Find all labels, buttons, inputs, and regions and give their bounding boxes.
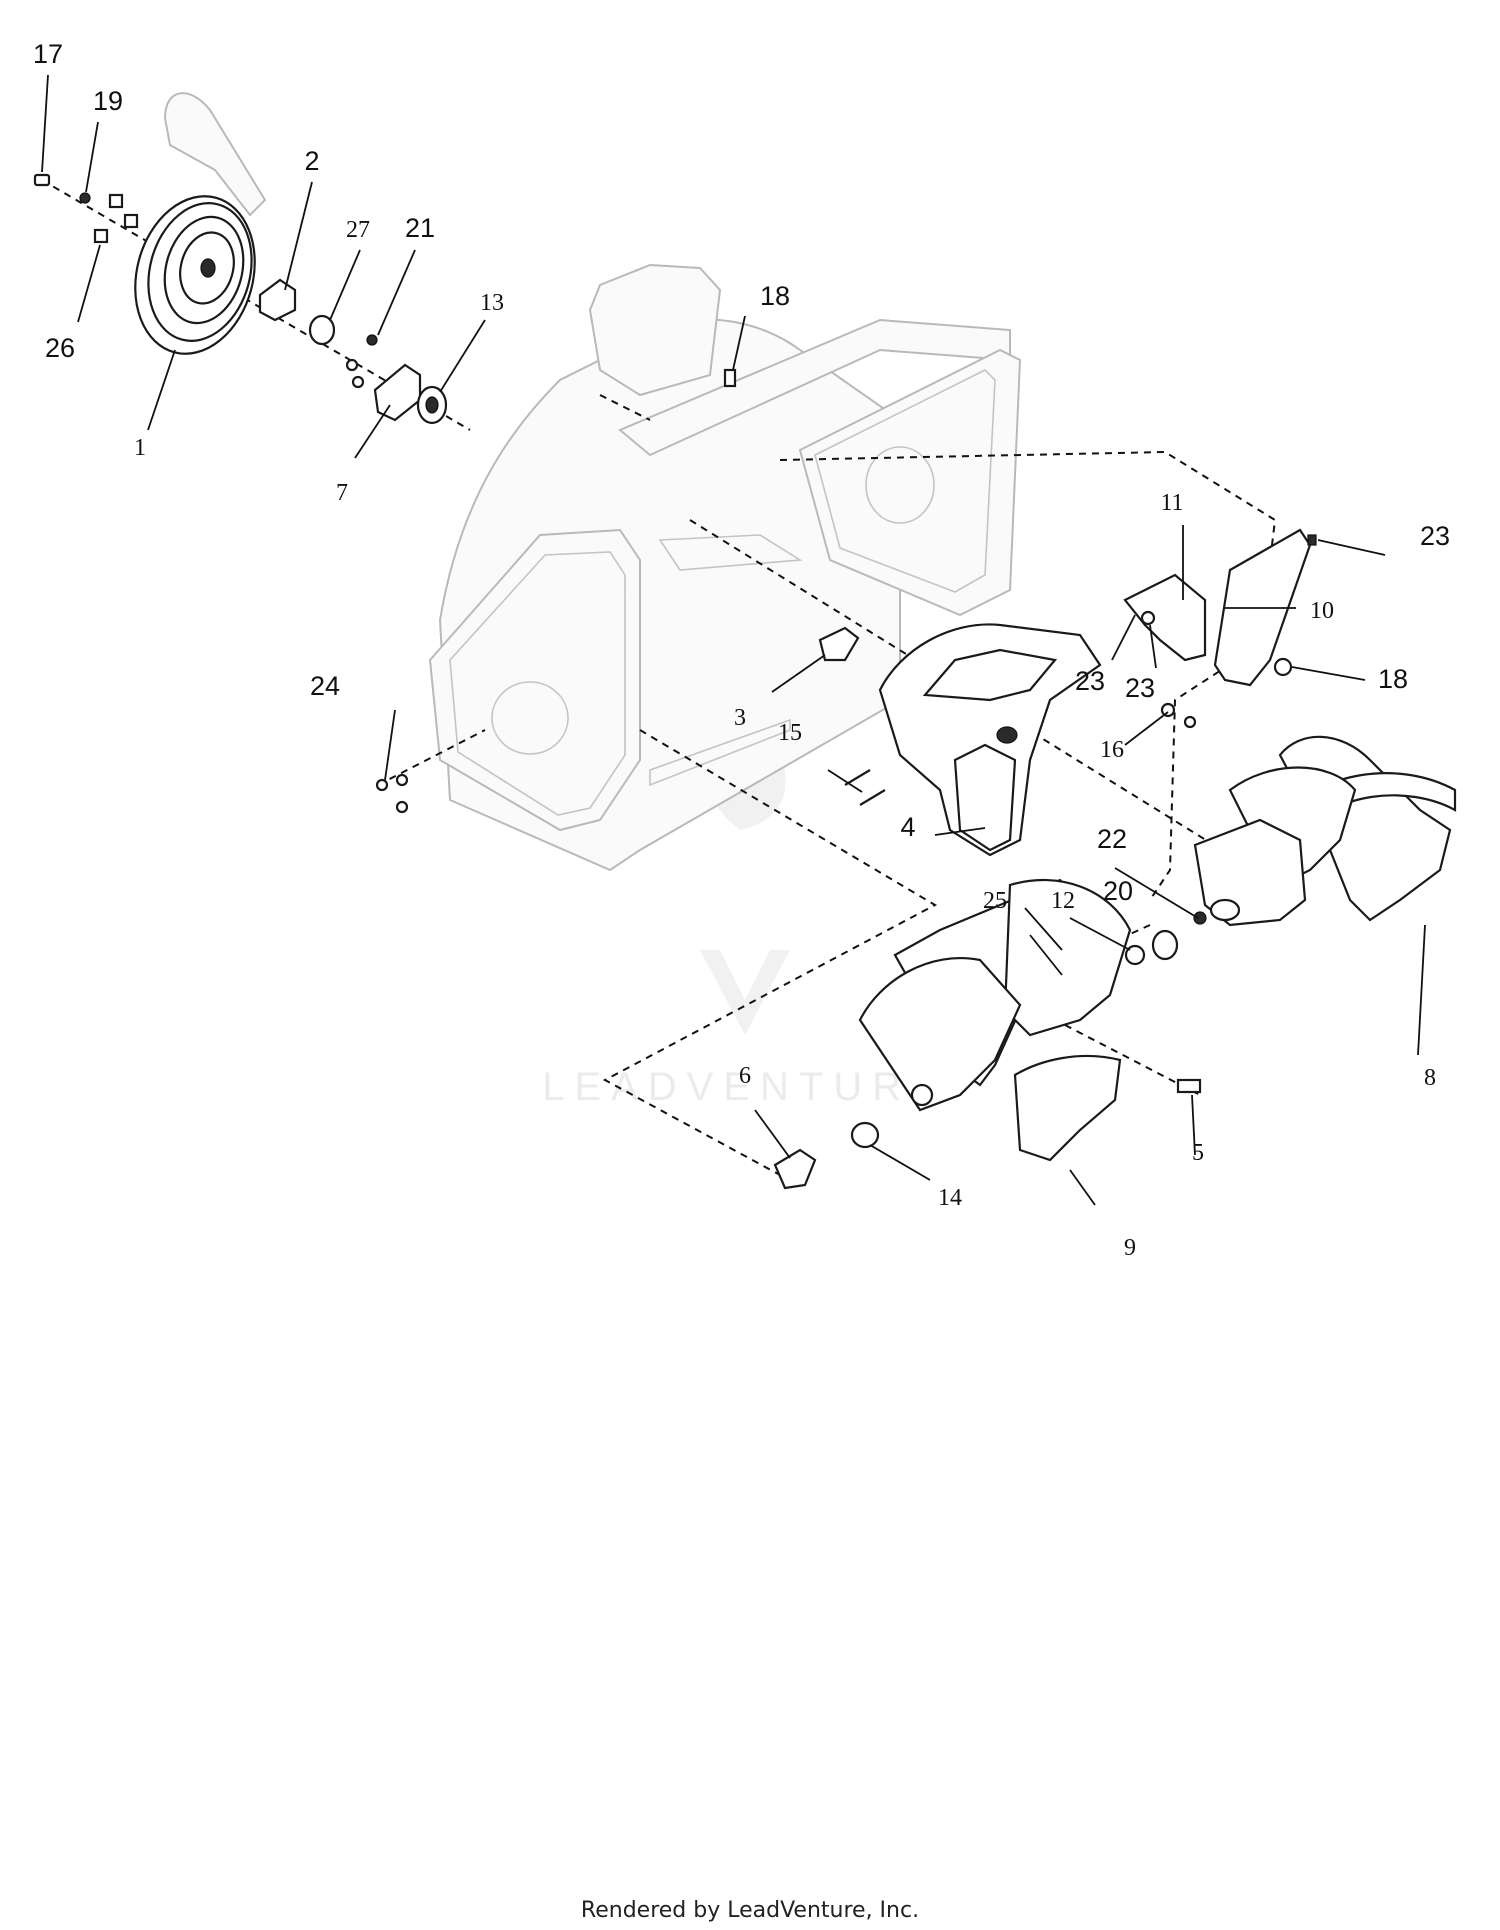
nut-21-icon — [366, 334, 378, 346]
impeller-4 — [844, 623, 1102, 857]
label-part-11: 11 — [1160, 490, 1183, 516]
pulley-assembly — [134, 92, 267, 355]
label-part-16: 16 — [1100, 737, 1124, 763]
label-part-23-right: 23 — [1420, 521, 1450, 551]
nut-26-icon — [93, 228, 109, 244]
spacer-27-icon — [308, 314, 336, 346]
label-part-20: 20 — [1103, 876, 1133, 906]
label-part-24: 24 — [310, 671, 340, 701]
auger-9 — [773, 878, 1202, 1190]
footer-credit: Rendered by LeadVenture, Inc. — [580, 1898, 920, 1923]
v-logo-icon — [700, 950, 790, 1035]
label-part-4: 4 — [900, 812, 915, 842]
auger-housing-ghost — [428, 263, 1022, 872]
label-part-21: 21 — [405, 213, 435, 243]
part-labels: 17 19 26 1 2 27 21 13 7 18 3 15 4 11 10 … — [33, 39, 1450, 1261]
label-part-6: 6 — [739, 1063, 751, 1089]
label-part-23-mid: 23 — [1125, 673, 1155, 703]
washer-19-icon — [79, 192, 91, 204]
bearing-flange-7-icon — [373, 363, 422, 422]
label-part-7: 7 — [336, 480, 348, 506]
label-part-3: 3 — [734, 705, 746, 731]
bolt-17-icon — [33, 173, 51, 187]
label-part-18-top: 18 — [760, 281, 790, 311]
label-part-9: 9 — [1124, 1235, 1136, 1261]
label-part-17: 17 — [33, 39, 63, 69]
label-part-2: 2 — [304, 146, 319, 176]
label-part-19: 19 — [93, 86, 123, 116]
label-part-18-right: 18 — [1378, 664, 1408, 694]
watermark-text: LEADVENTURE — [542, 1065, 948, 1109]
label-part-14: 14 — [938, 1185, 962, 1211]
auger-8-gearbox — [1124, 735, 1457, 966]
shear-bolt-6-icon — [773, 1148, 817, 1190]
label-part-26: 26 — [45, 333, 75, 363]
label-part-27: 27 — [346, 217, 370, 243]
label-part-12: 12 — [1051, 888, 1075, 914]
nut-18-icon — [1273, 657, 1293, 677]
label-part-23-left: 23 — [1075, 666, 1105, 696]
bolt-18-icon — [723, 368, 737, 388]
label-part-22: 22 — [1097, 824, 1127, 854]
bolt-24-icon — [375, 778, 389, 792]
nut-icon — [108, 193, 124, 209]
bolt-5-icon — [1176, 1078, 1202, 1094]
leader-lines — [41, 74, 1426, 1206]
label-part-1: 1 — [134, 435, 146, 461]
label-part-8: 8 — [1424, 1065, 1436, 1091]
nut-icon-2 — [123, 213, 139, 229]
spacer-14-icon — [850, 1121, 880, 1149]
label-part-5: 5 — [1192, 1140, 1204, 1166]
label-part-13: 13 — [480, 290, 504, 316]
bearing-flange-2-icon — [258, 278, 297, 322]
label-part-15: 15 — [778, 720, 802, 746]
label-part-10: 10 — [1310, 598, 1334, 624]
small-hardware — [33, 173, 860, 814]
label-part-25: 25 — [983, 888, 1007, 914]
